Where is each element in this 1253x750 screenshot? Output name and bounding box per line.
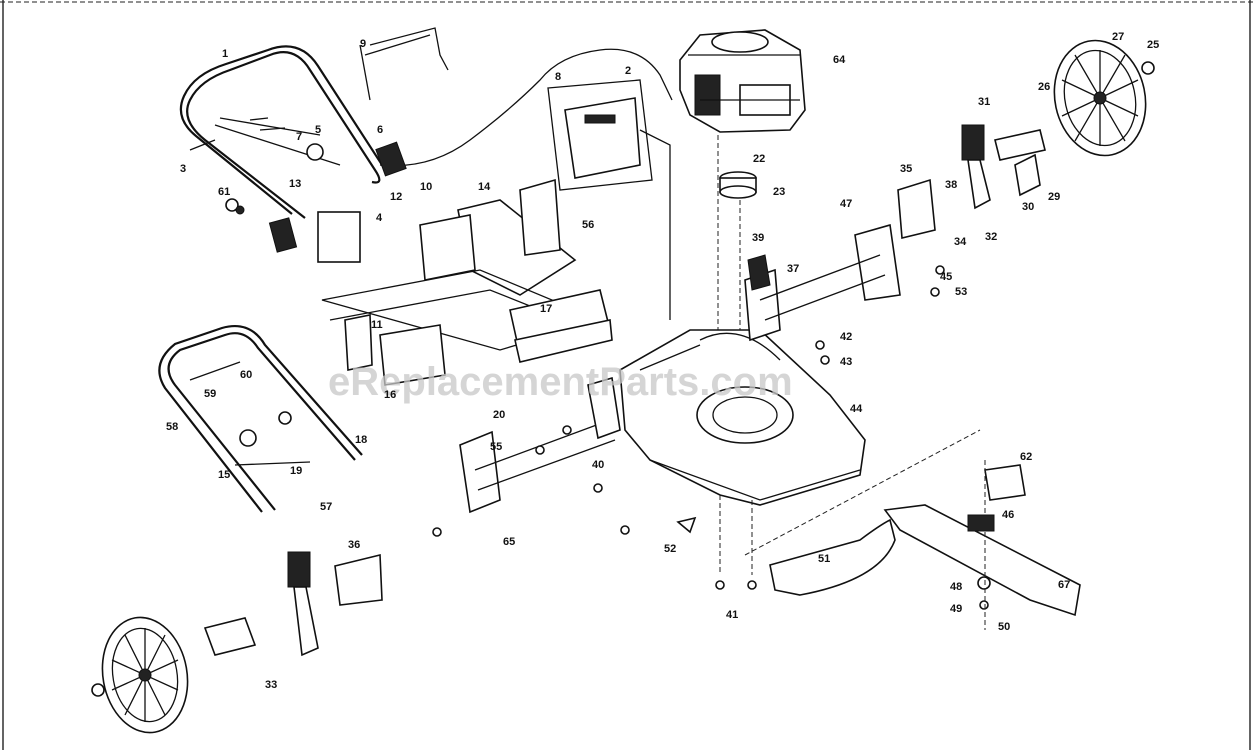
callout-40: 40 <box>592 459 604 471</box>
callout-18: 18 <box>355 434 367 446</box>
callout-45: 45 <box>940 271 952 283</box>
callout-57: 57 <box>320 501 332 513</box>
callout-14: 14 <box>478 181 491 193</box>
right-axle-bracket <box>744 223 901 342</box>
spring-lower <box>268 217 298 253</box>
callout-62: 62 <box>1020 451 1032 463</box>
callout-47: 47 <box>840 198 852 210</box>
callout-27: 27 <box>1112 31 1124 43</box>
throttle-cable <box>379 48 673 167</box>
callout-7: 7 <box>296 131 302 143</box>
blade-assembly <box>769 464 1081 617</box>
callout-31: 31 <box>978 96 990 108</box>
left-axle-bracket <box>459 376 621 514</box>
callout-46: 46 <box>1002 509 1014 521</box>
grass-bag-frame <box>317 178 613 386</box>
callout-5: 5 <box>315 124 321 136</box>
callout-11: 11 <box>371 319 383 331</box>
lower-handle <box>158 324 363 513</box>
callout-17: 17 <box>540 303 552 315</box>
callout-51: 51 <box>818 553 830 565</box>
callout-10: 10 <box>420 181 432 193</box>
callout-6: 6 <box>377 124 383 136</box>
callout-19: 19 <box>290 465 302 477</box>
callout-16: 16 <box>384 389 396 401</box>
height-adjuster-right <box>897 124 1046 239</box>
callout-64: 64 <box>833 54 846 66</box>
callout-9: 9 <box>360 38 366 50</box>
callout-3: 3 <box>180 163 186 175</box>
callout-60: 60 <box>240 369 252 381</box>
callout-25: 25 <box>1147 39 1159 51</box>
callout-23: 23 <box>773 186 785 198</box>
callout-55: 55 <box>490 441 502 453</box>
callout-26: 26 <box>1038 81 1050 93</box>
fasteners <box>432 265 945 590</box>
callout-50: 50 <box>998 621 1010 633</box>
callout-33: 33 <box>265 679 277 691</box>
callout-39: 39 <box>752 232 764 244</box>
handle-hardware <box>189 117 324 215</box>
callout-22: 22 <box>753 153 765 165</box>
callout-15: 15 <box>218 469 230 481</box>
callout-4: 4 <box>376 212 383 224</box>
callout-67: 67 <box>1058 579 1070 591</box>
callout-41: 41 <box>726 609 738 621</box>
wheel-left <box>101 616 189 734</box>
callout-65: 65 <box>503 536 515 548</box>
engine <box>679 29 806 133</box>
callout-61: 61 <box>218 186 230 198</box>
callout-8: 8 <box>555 71 561 83</box>
wheel-right <box>1053 39 1147 157</box>
mower-deck <box>619 329 866 506</box>
callout-37: 37 <box>787 263 799 275</box>
callout-32: 32 <box>985 231 997 243</box>
callout-29: 29 <box>1048 191 1060 203</box>
callout-53: 53 <box>955 286 967 298</box>
control-bracket <box>547 79 671 320</box>
callout-13: 13 <box>289 178 301 190</box>
watermark: eReplacementParts.com <box>328 360 793 404</box>
callout-30: 30 <box>1022 201 1034 213</box>
callout-38: 38 <box>945 179 957 191</box>
callout-12: 12 <box>390 191 402 203</box>
height-adjuster-left <box>203 551 383 657</box>
callout-34: 34 <box>954 236 967 248</box>
callout-20: 20 <box>493 409 505 421</box>
callout-35: 35 <box>900 163 912 175</box>
wheel-cap-left <box>91 683 105 697</box>
callout-56: 56 <box>582 219 594 231</box>
callout-43: 43 <box>840 356 852 368</box>
callout-58: 58 <box>166 421 178 433</box>
wheel-cap-right <box>1141 61 1155 75</box>
callout-52: 52 <box>664 543 676 555</box>
blade-adapter-pulley <box>719 171 757 199</box>
callout-labels: 1 2 3 4 5 6 7 8 9 10 11 12 13 14 15 16 1… <box>166 31 1159 691</box>
blade-axis-line <box>744 429 981 556</box>
callout-49: 49 <box>950 603 962 615</box>
spring-upper <box>375 141 407 177</box>
callout-1: 1 <box>222 48 228 60</box>
upper-handle <box>179 45 385 219</box>
callout-44: 44 <box>850 403 863 415</box>
control-bail <box>359 27 449 101</box>
callout-36: 36 <box>348 539 360 551</box>
callout-42: 42 <box>840 331 852 343</box>
callout-59: 59 <box>204 388 216 400</box>
callout-48: 48 <box>950 581 962 593</box>
callout-2: 2 <box>625 65 631 77</box>
